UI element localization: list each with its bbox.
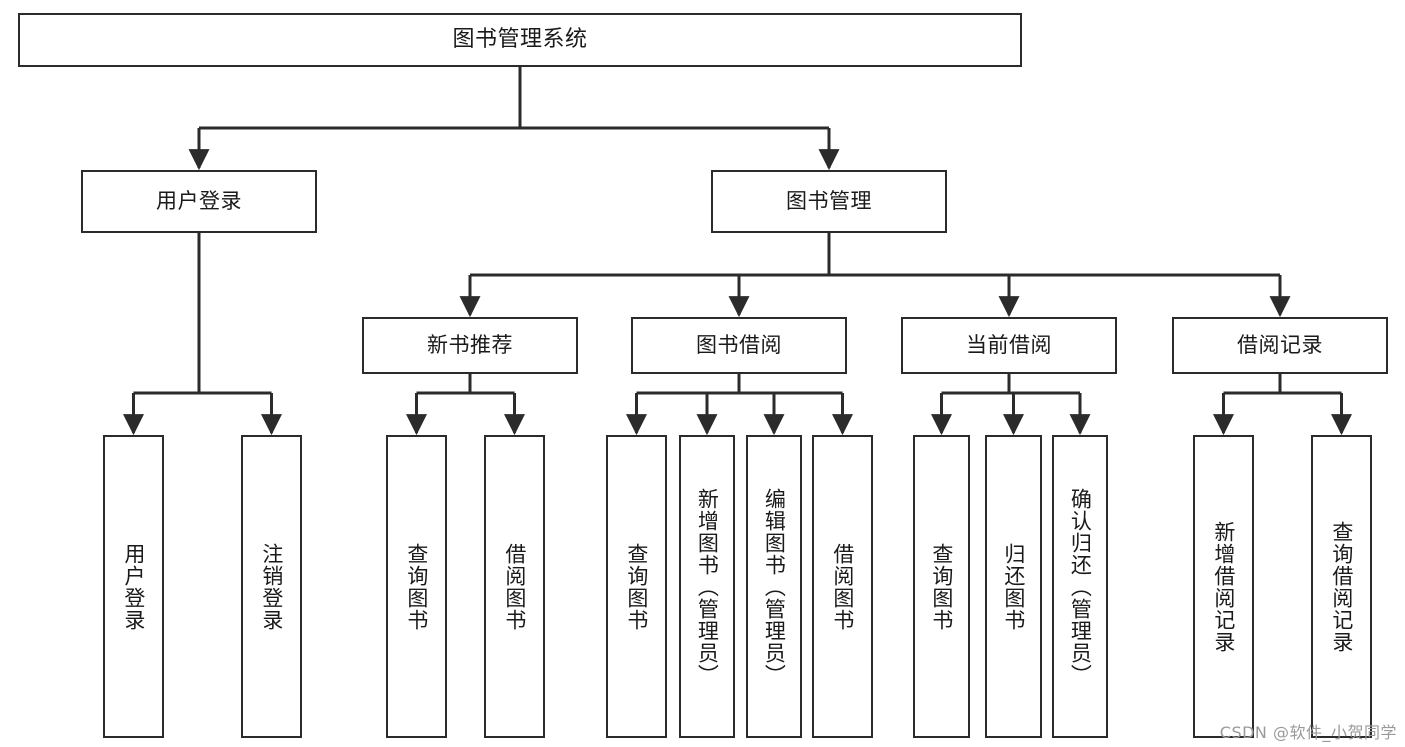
node-new-book-rec[interactable]: 新书推荐 [362,317,578,374]
node-label-user-login: 用户登录 [156,189,242,213]
node-label-leaf-borrow-lend: 借阅图书 [830,542,855,631]
node-label-leaf-cur-return: 归还图书 [1001,542,1026,631]
node-current-borrow[interactable]: 当前借阅 [901,317,1117,374]
node-label-book-manage: 图书管理 [786,189,872,213]
node-label-leaf-user-login: 用户登录 [121,542,146,631]
node-label-leaf-borrow-edit: 编辑图书（管理员） [762,487,787,686]
node-book-borrow[interactable]: 图书借阅 [631,317,847,374]
node-leaf-borrow-lend[interactable]: 借阅图书 [812,435,873,738]
node-leaf-user-logout[interactable]: 注销登录 [241,435,302,738]
edges-group [123,67,1352,436]
node-label-leaf-borrow-query: 查询图书 [624,542,649,631]
node-borrow-record[interactable]: 借阅记录 [1172,317,1388,374]
node-label-leaf-cur-query: 查询图书 [929,542,954,631]
node-leaf-cur-query[interactable]: 查询图书 [913,435,970,738]
node-label-leaf-rec-search: 查询借阅记录 [1329,520,1354,653]
node-label-leaf-rec-query: 查询图书 [404,542,429,631]
node-leaf-borrow-edit[interactable]: 编辑图书（管理员） [746,435,802,738]
node-label-new-book-rec: 新书推荐 [427,333,513,357]
node-label-leaf-user-logout: 注销登录 [259,542,284,631]
node-leaf-cur-return[interactable]: 归还图书 [985,435,1042,738]
node-leaf-user-login[interactable]: 用户登录 [103,435,164,738]
node-label-leaf-rec-borrow: 借阅图书 [502,542,527,631]
node-leaf-rec-query[interactable]: 查询图书 [386,435,447,738]
node-leaf-borrow-query[interactable]: 查询图书 [606,435,667,738]
node-label-leaf-rec-add: 新增借阅记录 [1211,520,1236,653]
node-user-login[interactable]: 用户登录 [81,170,317,233]
node-book-manage[interactable]: 图书管理 [711,170,947,233]
node-label-leaf-cur-confirm: 确认归还（管理员） [1068,487,1093,686]
node-leaf-cur-confirm[interactable]: 确认归还（管理员） [1052,435,1108,738]
node-label-leaf-borrow-add: 新增图书（管理员） [695,487,720,686]
node-leaf-rec-borrow[interactable]: 借阅图书 [484,435,545,738]
node-leaf-rec-search[interactable]: 查询借阅记录 [1311,435,1372,738]
node-leaf-borrow-add[interactable]: 新增图书（管理员） [679,435,735,738]
node-label-borrow-record: 借阅记录 [1237,333,1323,357]
node-label-root: 图书管理系统 [452,27,588,52]
watermark-text: CSDN @软件_小贺同学 [1219,723,1397,742]
node-root[interactable]: 图书管理系统 [18,13,1022,67]
node-label-current-borrow: 当前借阅 [966,333,1052,357]
node-leaf-rec-add[interactable]: 新增借阅记录 [1193,435,1254,738]
node-label-book-borrow: 图书借阅 [696,333,782,357]
